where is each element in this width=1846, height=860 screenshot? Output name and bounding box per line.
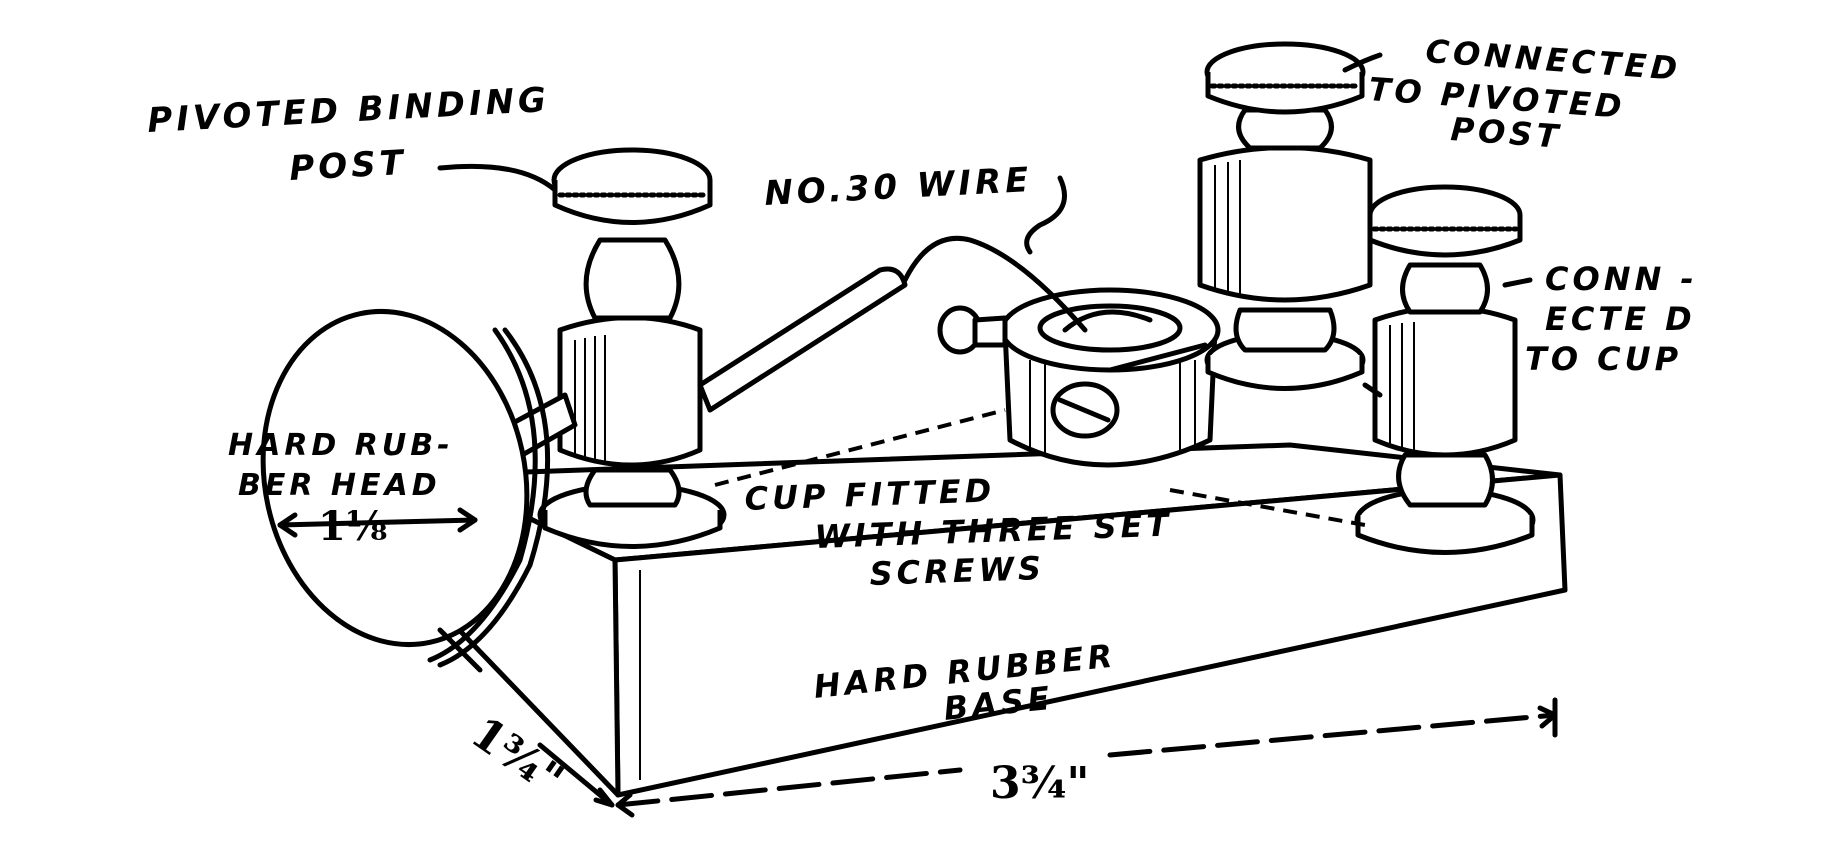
cup [937, 287, 1221, 468]
label-length-dimension: 3¾" [990, 758, 1089, 809]
right-binding-post [1354, 184, 1536, 555]
label-cup-fitted-3: SCREWS [869, 549, 1046, 593]
label-no30-wire: NO.30 WIRE [763, 160, 1033, 214]
label-pivoted-binding-post-2: POST [288, 143, 407, 189]
leader-lines [437, 52, 1533, 288]
label-connected-to-cup-3: TO CUP [1525, 340, 1682, 378]
no30-wire [902, 235, 1088, 333]
label-pivoted-binding-post-1: PIVOTED BINDING [146, 80, 550, 141]
label-cup-fitted-1: CUP FITTED [744, 471, 996, 518]
back-binding-post [1197, 41, 1373, 391]
label-connected-to-pivoted-post-3: POST [1449, 110, 1563, 156]
label-head-dimension: 1⅛ [318, 503, 387, 550]
label-connected-to-cup-1: CONN - [1545, 260, 1698, 298]
hard-rubber-head [260, 308, 551, 668]
label-connected-to-cup-2: ECTE D [1545, 300, 1696, 338]
dimension-lines [277, 507, 1558, 818]
label-hard-rubber-head-2: BER HEAD [238, 468, 441, 503]
pivoted-binding-post [537, 147, 727, 549]
label-hard-rubber-head-1: HARD RUB- [228, 428, 454, 463]
hidden-connections [714, 342, 1383, 527]
